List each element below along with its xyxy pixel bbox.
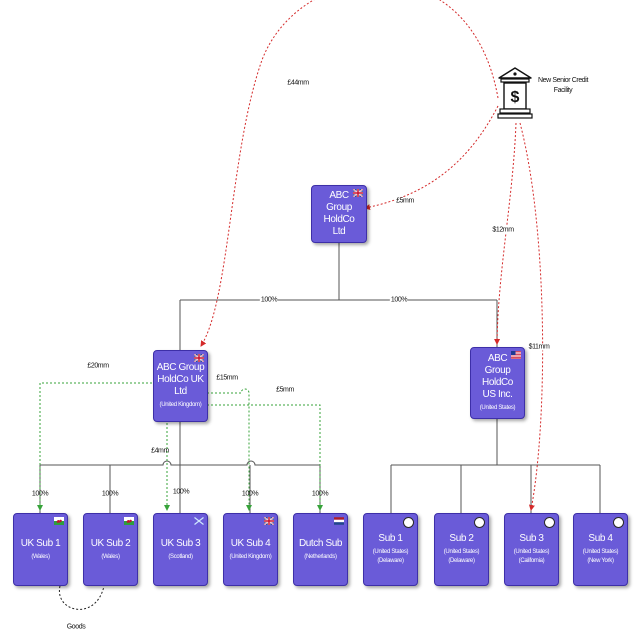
loan-label-to-holdco: £5mm	[395, 197, 415, 205]
loan-line-to-us-sub3	[519, 122, 544, 511]
node-uk-sub2[interactable]: UK Sub 2 (Wales)	[83, 513, 138, 586]
loan-line-dutch-sub	[207, 404, 323, 511]
loan-line-to-holdco	[364, 105, 499, 210]
goods-label: Goods	[66, 623, 86, 631]
ownership-line-uk-bar	[40, 460, 320, 466]
scotland-flag-icon	[194, 517, 204, 525]
ic-label-to-dutch-sub: £4mm	[151, 447, 169, 455]
node-uk-sub1-jurisdiction: (Wales)	[31, 553, 50, 560]
loan-line-uk-sub4	[207, 388, 252, 511]
node-us-inc[interactable]: ABC Group HoldCo US Inc. (United States)	[470, 347, 525, 419]
node-us-sub3-name: Sub 3	[519, 533, 544, 544]
node-us-sub2-state: (Delaware)	[448, 558, 475, 564]
node-uk-ltd-jurisdiction: (United Kingdom)	[159, 402, 202, 408]
external-loans	[200, 0, 544, 511]
node-us-sub1[interactable]: Sub 1 (United States) (Delaware)	[363, 513, 418, 586]
node-uk-sub4-name: UK Sub 4	[230, 537, 271, 549]
loan-label-to-us-inc: $12mm	[491, 226, 515, 234]
svg-text:$: $	[511, 89, 520, 106]
loan-label-to-uk-ltd: £44mm	[286, 79, 310, 87]
node-uk-sub4[interactable]: UK Sub 4 (United Kingdom)	[223, 513, 278, 586]
node-us-sub4-name: Sub 4	[588, 533, 613, 544]
ownership-label-uk-sub1: 100%	[31, 490, 49, 498]
us-flag-icon	[511, 351, 521, 359]
lender-label: New Senior Credit Facility	[538, 77, 588, 94]
node-holdco-name: ABC Group HoldCo Ltd	[323, 190, 355, 237]
ownership-label-uk-sub3: 100%	[172, 488, 190, 496]
wales-flag-icon	[54, 517, 64, 525]
node-uk-sub3-jurisdiction: (Scotland)	[168, 553, 193, 560]
uk-flag-icon	[264, 517, 274, 525]
loan-line-to-uk-ltd	[200, 0, 499, 347]
node-us-sub2[interactable]: Sub 2 (United States) (Delaware)	[434, 513, 489, 586]
ic-label-to-uk-sub4: £5mm	[276, 386, 294, 394]
node-us-inc-jurisdiction: (United States)	[479, 405, 516, 411]
netherlands-flag-icon	[334, 517, 344, 525]
node-us-sub1-jurisdiction: (United States)	[372, 549, 409, 555]
node-us-sub3[interactable]: Sub 3 (United States) (California)	[504, 513, 559, 586]
state-seal-icon	[403, 517, 414, 528]
node-us-inc-name: ABC Group HoldCo US Inc.	[482, 353, 513, 400]
state-seal-icon	[544, 517, 555, 528]
ownership-label-holdco-to-uk: 100%	[259, 296, 279, 304]
ownership-label-dutch-sub: 100%	[311, 490, 329, 498]
node-us-sub2-name: Sub 2	[449, 533, 474, 544]
node-us-sub3-state: (California)	[518, 558, 545, 564]
goods-flow-line	[58, 585, 105, 610]
node-us-sub3-jurisdiction: (United States)	[513, 549, 550, 555]
ownership-label-uk-sub4: 100%	[241, 490, 259, 498]
node-us-sub4[interactable]: Sub 4 (United States) (New York)	[573, 513, 628, 586]
node-dutch-sub-name: Dutch Sub	[298, 537, 343, 549]
node-us-sub1-state: (Delaware)	[377, 558, 404, 564]
node-uk-sub4-jurisdiction: (United Kingdom)	[229, 553, 272, 560]
node-uk-sub3[interactable]: UK Sub 3 (Scotland)	[153, 513, 208, 586]
bank-icon: $	[497, 67, 533, 119]
node-dutch-sub-jurisdiction: (Netherlands)	[304, 553, 337, 560]
loan-line-uk-sub1	[37, 382, 152, 511]
uk-flag-icon	[353, 189, 363, 197]
node-uk-sub2-name: UK Sub 2	[90, 537, 131, 549]
node-us-sub4-state: (New York)	[587, 558, 614, 564]
node-us-sub2-jurisdiction: (United States)	[443, 549, 480, 555]
loan-label-to-us-sub3: $11mm	[527, 343, 551, 351]
loan-line-to-us-inc	[494, 122, 517, 345]
ownership-label-uk-sub2: 100%	[101, 490, 119, 498]
node-us-sub1-name: Sub 1	[378, 533, 403, 544]
ownership-label-holdco-to-us: 100%	[389, 296, 409, 304]
wales-flag-icon	[124, 517, 134, 525]
uk-flag-icon	[194, 354, 204, 362]
ic-label-to-uk-sub1: £20mm	[87, 362, 109, 370]
node-us-sub4-jurisdiction: (United States)	[582, 549, 619, 555]
node-uk-sub3-name: UK Sub 3	[160, 537, 201, 549]
node-dutch-sub[interactable]: Dutch Sub (Netherlands)	[293, 513, 348, 586]
node-uk-ltd[interactable]: ABC Group HoldCo UK Ltd (United Kingdom)	[153, 350, 208, 422]
node-uk-sub2-jurisdiction: (Wales)	[101, 553, 120, 560]
node-holdco[interactable]: ABC Group HoldCo Ltd	[311, 185, 367, 243]
state-seal-icon	[613, 517, 624, 528]
node-uk-sub1-name: UK Sub 1	[20, 537, 61, 549]
node-uk-sub1[interactable]: UK Sub 1 (Wales)	[13, 513, 68, 586]
state-seal-icon	[474, 517, 485, 528]
node-uk-ltd-name: ABC Group HoldCo UK Ltd	[156, 362, 205, 397]
ic-label-to-uk-sub3: £15mm	[216, 374, 238, 382]
